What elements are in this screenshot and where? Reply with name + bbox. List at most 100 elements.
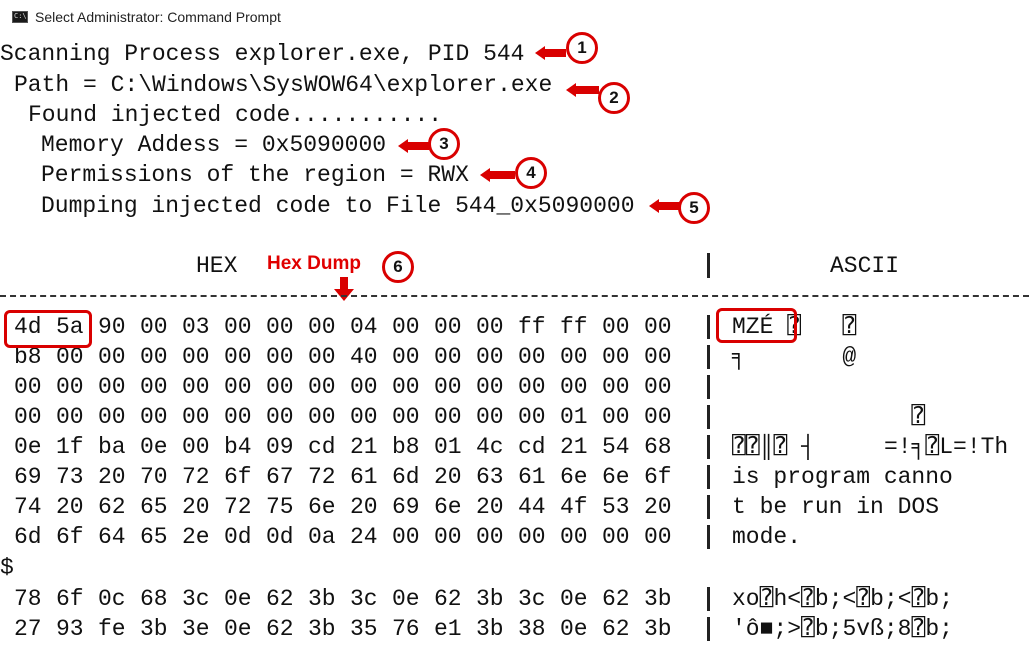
dumping-line: Dumping injected code to File 544_0x5090… — [41, 193, 635, 219]
hex-column-header: HEX — [196, 253, 238, 279]
hex-byte: 0e — [224, 616, 252, 642]
hex-byte: 3c — [182, 586, 210, 612]
hex-byte: 6f — [56, 586, 84, 612]
hex-byte: 00 — [560, 524, 588, 550]
hex-byte: 00 — [434, 404, 462, 430]
hex-dump-arrow-shaft — [340, 277, 348, 290]
hex-byte: 00 — [644, 314, 672, 340]
hex-byte: 03 — [182, 314, 210, 340]
column-separator — [707, 465, 710, 489]
hex-byte: 3b — [644, 616, 672, 642]
hex-byte: b8 — [14, 344, 42, 370]
callout-badge-1: 1 — [566, 32, 598, 64]
hex-byte: cd — [308, 434, 336, 460]
hex-byte: 74 — [14, 494, 42, 520]
hex-byte: 00 — [224, 344, 252, 370]
hex-byte: 00 — [476, 404, 504, 430]
callout-badge-5: 5 — [678, 192, 710, 224]
callout-badge-2: 2 — [598, 82, 630, 114]
hex-byte: 00 — [266, 314, 294, 340]
hex-byte: 72 — [224, 494, 252, 520]
hex-byte: 44 — [518, 494, 546, 520]
hex-byte: 93 — [56, 616, 84, 642]
hex-byte: 00 — [224, 404, 252, 430]
hex-byte: 0d — [266, 524, 294, 550]
hex-byte: 00 — [98, 344, 126, 370]
hex-byte: 38 — [518, 616, 546, 642]
hex-byte: 00 — [98, 374, 126, 400]
ascii-row: mode. — [732, 524, 802, 550]
hex-byte: 90 — [98, 314, 126, 340]
header-separator — [707, 253, 710, 278]
memory-address-line: Memory Addess = 0x5090000 — [41, 132, 387, 158]
hex-byte: 00 — [308, 374, 336, 400]
hex-byte: 20 — [644, 494, 672, 520]
hex-byte: 00 — [602, 344, 630, 370]
column-separator — [707, 435, 710, 459]
hex-byte: 62 — [602, 586, 630, 612]
column-separator — [707, 405, 710, 429]
hex-byte: 00 — [266, 344, 294, 370]
hex-byte: 24 — [350, 524, 378, 550]
hex-byte: 00 — [14, 374, 42, 400]
hex-byte: 4d — [14, 314, 42, 340]
hex-byte: 0a — [308, 524, 336, 550]
callout-arrow-shaft-3 — [407, 142, 429, 150]
hex-byte: 62 — [602, 616, 630, 642]
hex-byte: 00 — [644, 374, 672, 400]
hex-byte: 00 — [266, 404, 294, 430]
title-bar[interactable]: Select Administrator: Command Prompt — [0, 0, 1029, 36]
hex-byte: 63 — [476, 464, 504, 490]
hex-byte: 00 — [182, 404, 210, 430]
hex-byte: 3b — [308, 586, 336, 612]
callout-badge-3: 3 — [428, 128, 460, 160]
hex-byte: 20 — [182, 494, 210, 520]
callout-arrow-4 — [480, 168, 490, 182]
hex-byte: 3e — [182, 616, 210, 642]
hex-byte: 35 — [350, 616, 378, 642]
hex-byte: fe — [98, 616, 126, 642]
hex-byte: 0e — [14, 434, 42, 460]
hex-byte: 3b — [140, 616, 168, 642]
hex-byte: 62 — [434, 586, 462, 612]
hex-byte: cd — [518, 434, 546, 460]
ascii-row: ⍰ — [732, 404, 926, 430]
hex-byte: 6e — [602, 464, 630, 490]
hex-byte: 01 — [434, 434, 462, 460]
callout-badge-4: 4 — [515, 157, 547, 189]
hex-byte: ff — [518, 314, 546, 340]
hex-byte: 00 — [308, 314, 336, 340]
ascii-row: 'ô■;>⍰b;5vß;8⍰b; — [732, 616, 953, 642]
ascii-row: MZÉ ⍰ ⍰ — [732, 314, 857, 340]
hex-byte: 00 — [476, 374, 504, 400]
hex-byte: 64 — [98, 524, 126, 550]
callout-arrow-shaft-1 — [544, 49, 566, 57]
hex-byte: 62 — [266, 616, 294, 642]
hex-byte: 0d — [224, 524, 252, 550]
hex-byte: 3b — [476, 586, 504, 612]
callout-badge-6: 6 — [382, 251, 414, 283]
hex-byte: 3c — [350, 586, 378, 612]
hex-byte: 40 — [350, 344, 378, 370]
ascii-row: ╕ @ — [732, 344, 857, 370]
hex-byte: 6f — [56, 524, 84, 550]
hex-byte: 20 — [56, 494, 84, 520]
hex-byte: 0e — [560, 616, 588, 642]
hex-byte: 54 — [602, 434, 630, 460]
hex-byte: 20 — [434, 464, 462, 490]
cmd-icon — [12, 11, 28, 23]
hex-byte: 00 — [392, 524, 420, 550]
hex-byte: 75 — [266, 494, 294, 520]
hex-byte: 00 — [182, 434, 210, 460]
dashed-divider — [0, 295, 1029, 297]
hex-byte: 2e — [182, 524, 210, 550]
hex-byte: 3b — [644, 586, 672, 612]
hex-byte: 62 — [98, 494, 126, 520]
hex-byte: 69 — [392, 494, 420, 520]
hex-byte: 00 — [560, 374, 588, 400]
